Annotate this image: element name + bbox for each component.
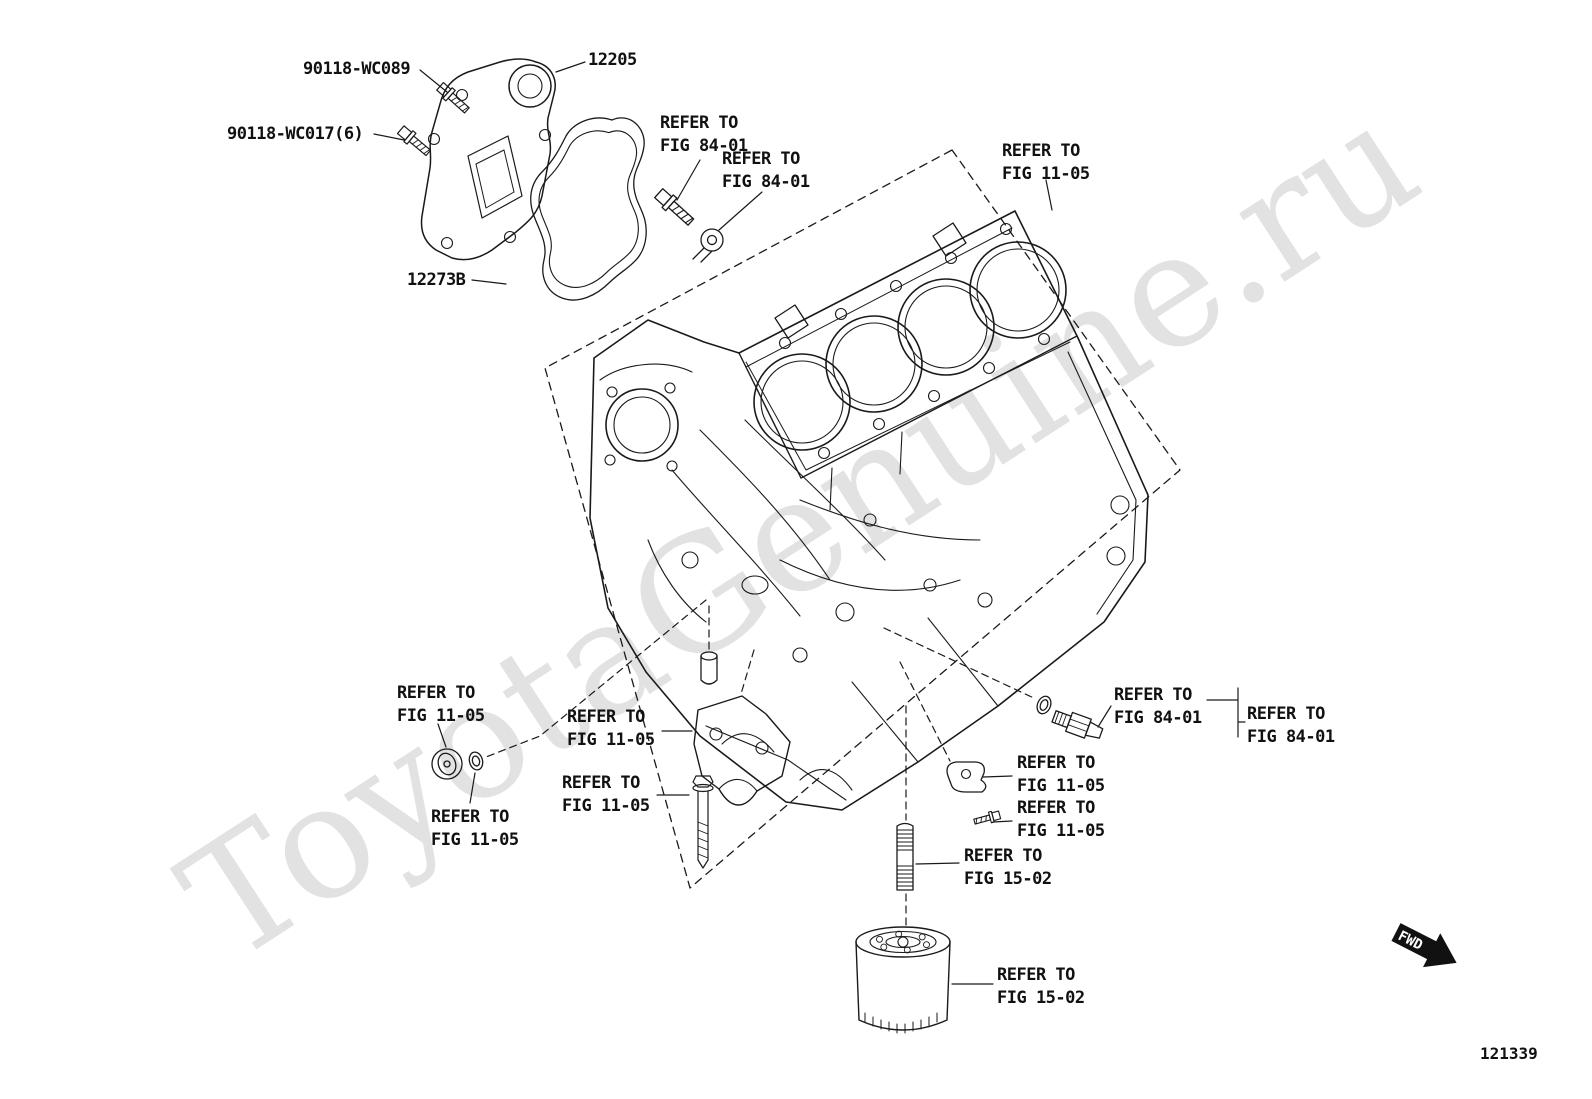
callout-line2: FIG 11-05 [1017,821,1105,841]
gasket-12273b-part[interactable] [530,117,647,301]
callout-line1: REFER TO [567,707,645,727]
fwd-arrow: FWD [1391,923,1457,968]
callout-cap-bolt-fig11-05[interactable]: REFER TO FIG 11-05 [562,772,650,818]
part-number-text: 90118-WC017(6) [227,124,364,144]
part-number-text: 90118-WC089 [303,59,411,79]
callout-line1: REFER TO [997,965,1075,985]
callout-line1: REFER TO [1002,141,1080,161]
callout-line1: REFER TO [722,149,800,169]
callout-line1: REFER TO [660,113,738,133]
bolt-90118-wc017-part[interactable] [396,124,433,158]
callout-line2: FIG 15-02 [964,869,1052,889]
callout-line2: FIG 11-05 [1017,776,1105,796]
callout-clamp-bolt-fig11-05[interactable]: REFER TO FIG 11-05 [1017,797,1105,843]
dashed-boundary [544,149,1181,889]
callout-switch-fig84-01-left[interactable]: REFER TO FIG 84-01 [1114,684,1202,730]
oring-part[interactable] [1035,694,1054,716]
callout-line2: FIG 11-05 [562,796,650,816]
figure-number: 121339 [1480,1044,1538,1063]
timing-chain-cover-part[interactable] [420,58,556,261]
label-part-12273b[interactable]: 12273B [407,270,466,290]
callout-line2: FIG 11-05 [1002,164,1090,184]
callout-line1: REFER TO [562,773,640,793]
callout-sensor-fig84-01[interactable]: REFER TO FIG 84-01 [722,148,810,194]
callout-line2: FIG 15-02 [997,988,1085,1008]
callout-line1: REFER TO [1017,753,1095,773]
clamp-bolt-part[interactable] [973,810,1002,827]
callout-line2: FIG 84-01 [660,136,748,156]
callout-line2: FIG 84-01 [722,172,810,192]
callout-line1: REFER TO [964,846,1042,866]
bearing-cap-part[interactable] [693,695,791,806]
cap-bolt-part[interactable] [692,775,714,869]
label-part-12205[interactable]: 12205 [588,50,637,70]
cover-bolt-part[interactable] [653,187,696,228]
callout-switch-fig84-01-right[interactable]: REFER TO FIG 84-01 [1247,703,1335,749]
callout-oil-filter-fig15-02[interactable]: REFER TO FIG 15-02 [997,964,1085,1010]
cylinder-block-part[interactable] [589,210,1149,811]
part-number-text: 12205 [588,50,637,70]
dowel-bushing-part[interactable] [700,651,718,685]
filter-union-part[interactable] [896,822,914,891]
oil-filter-part[interactable] [855,926,951,1034]
dashed-leader-lines [485,599,1037,927]
clamp-part[interactable] [946,761,987,793]
washer-part[interactable] [467,751,484,772]
leader-lines [373,61,1246,985]
oil-pressure-switch-part[interactable] [1051,707,1105,743]
callout-line2: FIG 11-05 [567,730,655,750]
callout-line1: REFER TO [1114,685,1192,705]
callout-plug-fig11-05[interactable]: REFER TO FIG 11-05 [397,682,485,728]
callout-line1: REFER TO [431,807,509,827]
callout-line1: REFER TO [397,683,475,703]
crank-sensor-part[interactable] [692,228,724,263]
label-part-90118-wc089[interactable]: 90118-WC089 [303,59,411,79]
callout-line2: FIG 84-01 [1247,727,1335,747]
callout-line1: REFER TO [1247,704,1325,724]
label-part-90118-wc017[interactable]: 90118-WC017(6) [227,124,364,144]
callout-union-fig15-02[interactable]: REFER TO FIG 15-02 [964,845,1052,891]
callout-line1: REFER TO [1017,798,1095,818]
callout-block-fig11-05[interactable]: REFER TO FIG 11-05 [1002,140,1090,186]
plug-part[interactable] [431,748,463,780]
callout-bearing-cap-fig11-05[interactable]: REFER TO FIG 11-05 [567,706,655,752]
callout-cover-bolt-fig84-01[interactable]: REFER TO FIG 84-01 [660,112,748,158]
callout-clamp-fig11-05[interactable]: REFER TO FIG 11-05 [1017,752,1105,798]
callout-line2: FIG 84-01 [1114,708,1202,728]
callout-line2: FIG 11-05 [431,830,519,850]
bolt-90118-wc089-part[interactable] [435,81,471,115]
callout-line2: FIG 11-05 [397,706,485,726]
part-number-text: 12273B [407,270,466,290]
callout-washer-fig11-05[interactable]: REFER TO FIG 11-05 [431,806,519,852]
